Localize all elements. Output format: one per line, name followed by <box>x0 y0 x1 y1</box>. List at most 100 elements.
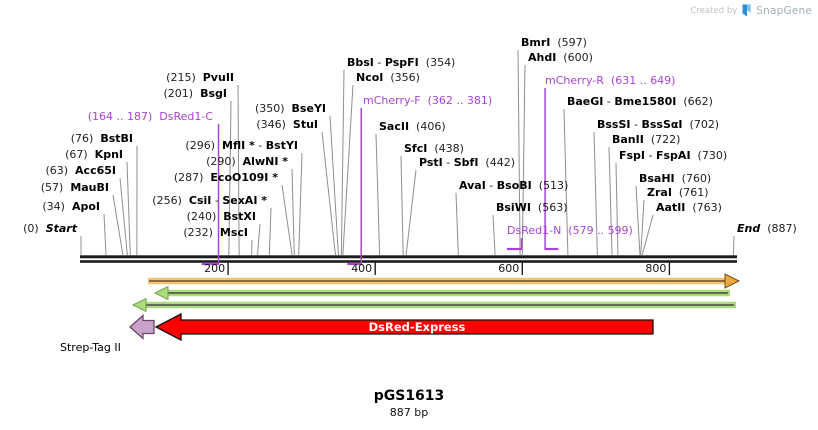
feature-arrow-green_inner-head[interactable] <box>131 297 147 313</box>
enzyme-site-label-end[interactable]: End (887) <box>737 222 797 235</box>
enzyme-site-label-apoi[interactable]: (34) ApoI <box>42 200 100 213</box>
enzyme-site-label-avai-bsobi[interactable]: AvaI - BsoBI (513) <box>459 179 568 192</box>
leader-line-bbsi-pspfi <box>340 69 345 256</box>
label-text: MauBI <box>70 181 109 194</box>
enzyme-site-label-bsgi[interactable]: (201) BsgI <box>164 87 227 100</box>
enzyme-site-label-stui[interactable]: (346) StuI <box>256 118 318 131</box>
label-text: Acc65I <box>75 164 116 177</box>
leader-line-ecoo109i <box>281 184 293 256</box>
label-text: (296) <box>185 139 222 152</box>
primer-label-dsred1-n[interactable]: DsRed1-N (579 .. 599) <box>507 224 633 237</box>
plasmid-size: 887 bp <box>389 406 429 419</box>
enzyme-site-label-alwni[interactable]: (290) AlwNI * <box>206 155 288 168</box>
label-text: - <box>211 194 223 207</box>
label-text: BstXI <box>223 210 256 223</box>
primer-label-mcherry-r[interactable]: mCherry-R (631 .. 649) <box>545 74 675 87</box>
label-text: (631 .. 649) <box>603 74 676 87</box>
enzyme-site-label-bbsi-pspfi[interactable]: BbsI - PspFI (354) <box>347 56 455 69</box>
enzyme-site-label-bmri[interactable]: BmrI (597) <box>521 36 587 49</box>
enzyme-site-label-baegi-bme1580i[interactable]: BaeGI - Bme1580I (662) <box>567 95 713 108</box>
leader-line-ahdi <box>521 64 526 256</box>
label-text: - <box>254 139 266 152</box>
enzyme-site-label-aatii[interactable]: AatII (763) <box>656 201 722 214</box>
feature-arrow-orange-head[interactable] <box>724 273 741 289</box>
leader-line-sfci <box>400 155 404 256</box>
label-text: mCherry-R <box>545 74 604 87</box>
leader-line-bstxi <box>257 223 261 256</box>
feature-arrow-dsred-express[interactable] <box>154 312 654 342</box>
enzyme-site-label-ahdi[interactable]: AhdI (600) <box>528 51 593 64</box>
ruler-tick-label-800: 800 <box>645 262 667 275</box>
primer-label-dsred1-c[interactable]: (164 .. 187) DsRed1-C <box>88 110 213 123</box>
enzyme-site-label-bstbi[interactable]: (76) BstBI <box>71 132 133 145</box>
enzyme-site-label-kpni[interactable]: (67) KpnI <box>65 148 123 161</box>
label-text: BsgI <box>200 87 227 100</box>
label-text: (63) <box>45 164 76 177</box>
enzyme-site-label-mfli-bstyi[interactable]: (296) MflI * - BstYI <box>185 139 298 152</box>
ruler-tick-label-200: 200 <box>204 262 226 275</box>
label-text: PvuII <box>202 71 234 84</box>
leader-line-sacii <box>375 133 381 256</box>
leader-line-pvuii <box>237 84 240 256</box>
sequence-bar-bottom[interactable] <box>80 260 737 263</box>
enzyme-site-label-zrai[interactable]: ZraI (761) <box>647 186 709 199</box>
snapgene-watermark: Created by SnapGene <box>690 4 812 17</box>
label-text: AhdI <box>528 51 557 64</box>
label-text: (215) <box>166 71 203 84</box>
leader-line-bmri <box>517 49 521 256</box>
enzyme-site-label-bsssi-bsssai[interactable]: BssSI - BssSαI (702) <box>597 118 719 131</box>
created-by-label: Created by <box>690 5 738 16</box>
enzyme-site-label-maubi[interactable]: (57) MauBI <box>41 181 109 194</box>
enzyme-site-label-acc65i[interactable]: (63) Acc65I <box>45 164 116 177</box>
enzyme-site-label-bsiwi[interactable]: BsiWI (563) <box>496 201 568 214</box>
leader-line-maubi <box>112 194 124 256</box>
enzyme-site-label-ncoi[interactable]: NcoI (356) <box>356 71 420 84</box>
label-text: (513) <box>531 179 569 192</box>
enzyme-site-label-psti-sbfi[interactable]: PstI - SbfI (442) <box>419 156 515 169</box>
sequence-bar-top[interactable] <box>80 255 737 259</box>
enzyme-site-label-pvuii[interactable]: (215) PvuII <box>166 71 234 84</box>
leader-line-apoi <box>103 213 107 256</box>
enzyme-site-label-sfci[interactable]: SfcI (438) <box>404 142 464 155</box>
label-text: End <box>737 222 761 235</box>
feature-label-strep-tag-ii[interactable]: Strep-Tag II <box>60 341 121 354</box>
label-text: (761) <box>671 186 709 199</box>
label-text: DsRed1-C <box>159 110 213 123</box>
label-text: BbsI <box>347 56 374 69</box>
primer-label-mcherry-f[interactable]: mCherry-F (362 .. 381) <box>363 94 492 107</box>
label-text: (76) <box>70 132 101 145</box>
label-text: MflI * <box>222 139 255 152</box>
label-text: Bme1580I <box>614 95 677 108</box>
enzyme-site-label-banii[interactable]: BanII (722) <box>612 133 680 146</box>
enzyme-site-label-start[interactable]: (0) Start <box>23 222 77 235</box>
label-text: EcoO109I * <box>210 171 278 184</box>
label-text: (579 .. 599) <box>561 224 633 237</box>
enzyme-site-label-csii-sexai[interactable]: (256) CsiI - SexAI * <box>152 194 267 207</box>
enzyme-site-label-bsahi[interactable]: BsaHI (760) <box>639 172 711 185</box>
ruler-tick-label-600: 600 <box>498 262 520 275</box>
feature-arrow-strep-tag-ii[interactable] <box>129 314 155 340</box>
label-text: KpnI <box>94 148 123 161</box>
label-text: (722) <box>643 133 681 146</box>
label-text: - <box>645 149 656 162</box>
label-text: (34) <box>42 200 72 213</box>
ruler-tick-label-400: 400 <box>351 262 373 275</box>
feature-arrow-green_outer-head[interactable] <box>153 285 169 301</box>
label-text: ZraI <box>647 186 672 199</box>
enzyme-site-label-fspi-fspai[interactable]: FspI - FspAI (730) <box>619 149 727 162</box>
enzyme-site-label-bseyi[interactable]: (350) BseYI <box>255 102 326 115</box>
feature-label-dsred-express[interactable]: DsRed-Express <box>368 320 466 334</box>
title-block: pGS1613 887 bp <box>0 388 818 419</box>
label-text: (702) <box>682 118 720 131</box>
leader-line-aatii <box>641 214 654 256</box>
enzyme-site-label-ecoo109i[interactable]: (287) EcoO109I * <box>174 171 278 184</box>
enzyme-site-label-bstxi[interactable]: (240) BstXI <box>187 210 256 223</box>
label-text: BsaHI <box>639 172 675 185</box>
label-text: BseYI <box>291 102 326 115</box>
label-text: (350) <box>254 102 292 115</box>
label-text: BanII <box>612 133 644 146</box>
label-text: AlwNI * <box>242 155 288 168</box>
enzyme-site-label-sacii[interactable]: SacII (406) <box>379 120 446 133</box>
enzyme-site-label-msci[interactable]: (232) MscI <box>183 226 248 239</box>
label-text: SfcI <box>404 142 428 155</box>
